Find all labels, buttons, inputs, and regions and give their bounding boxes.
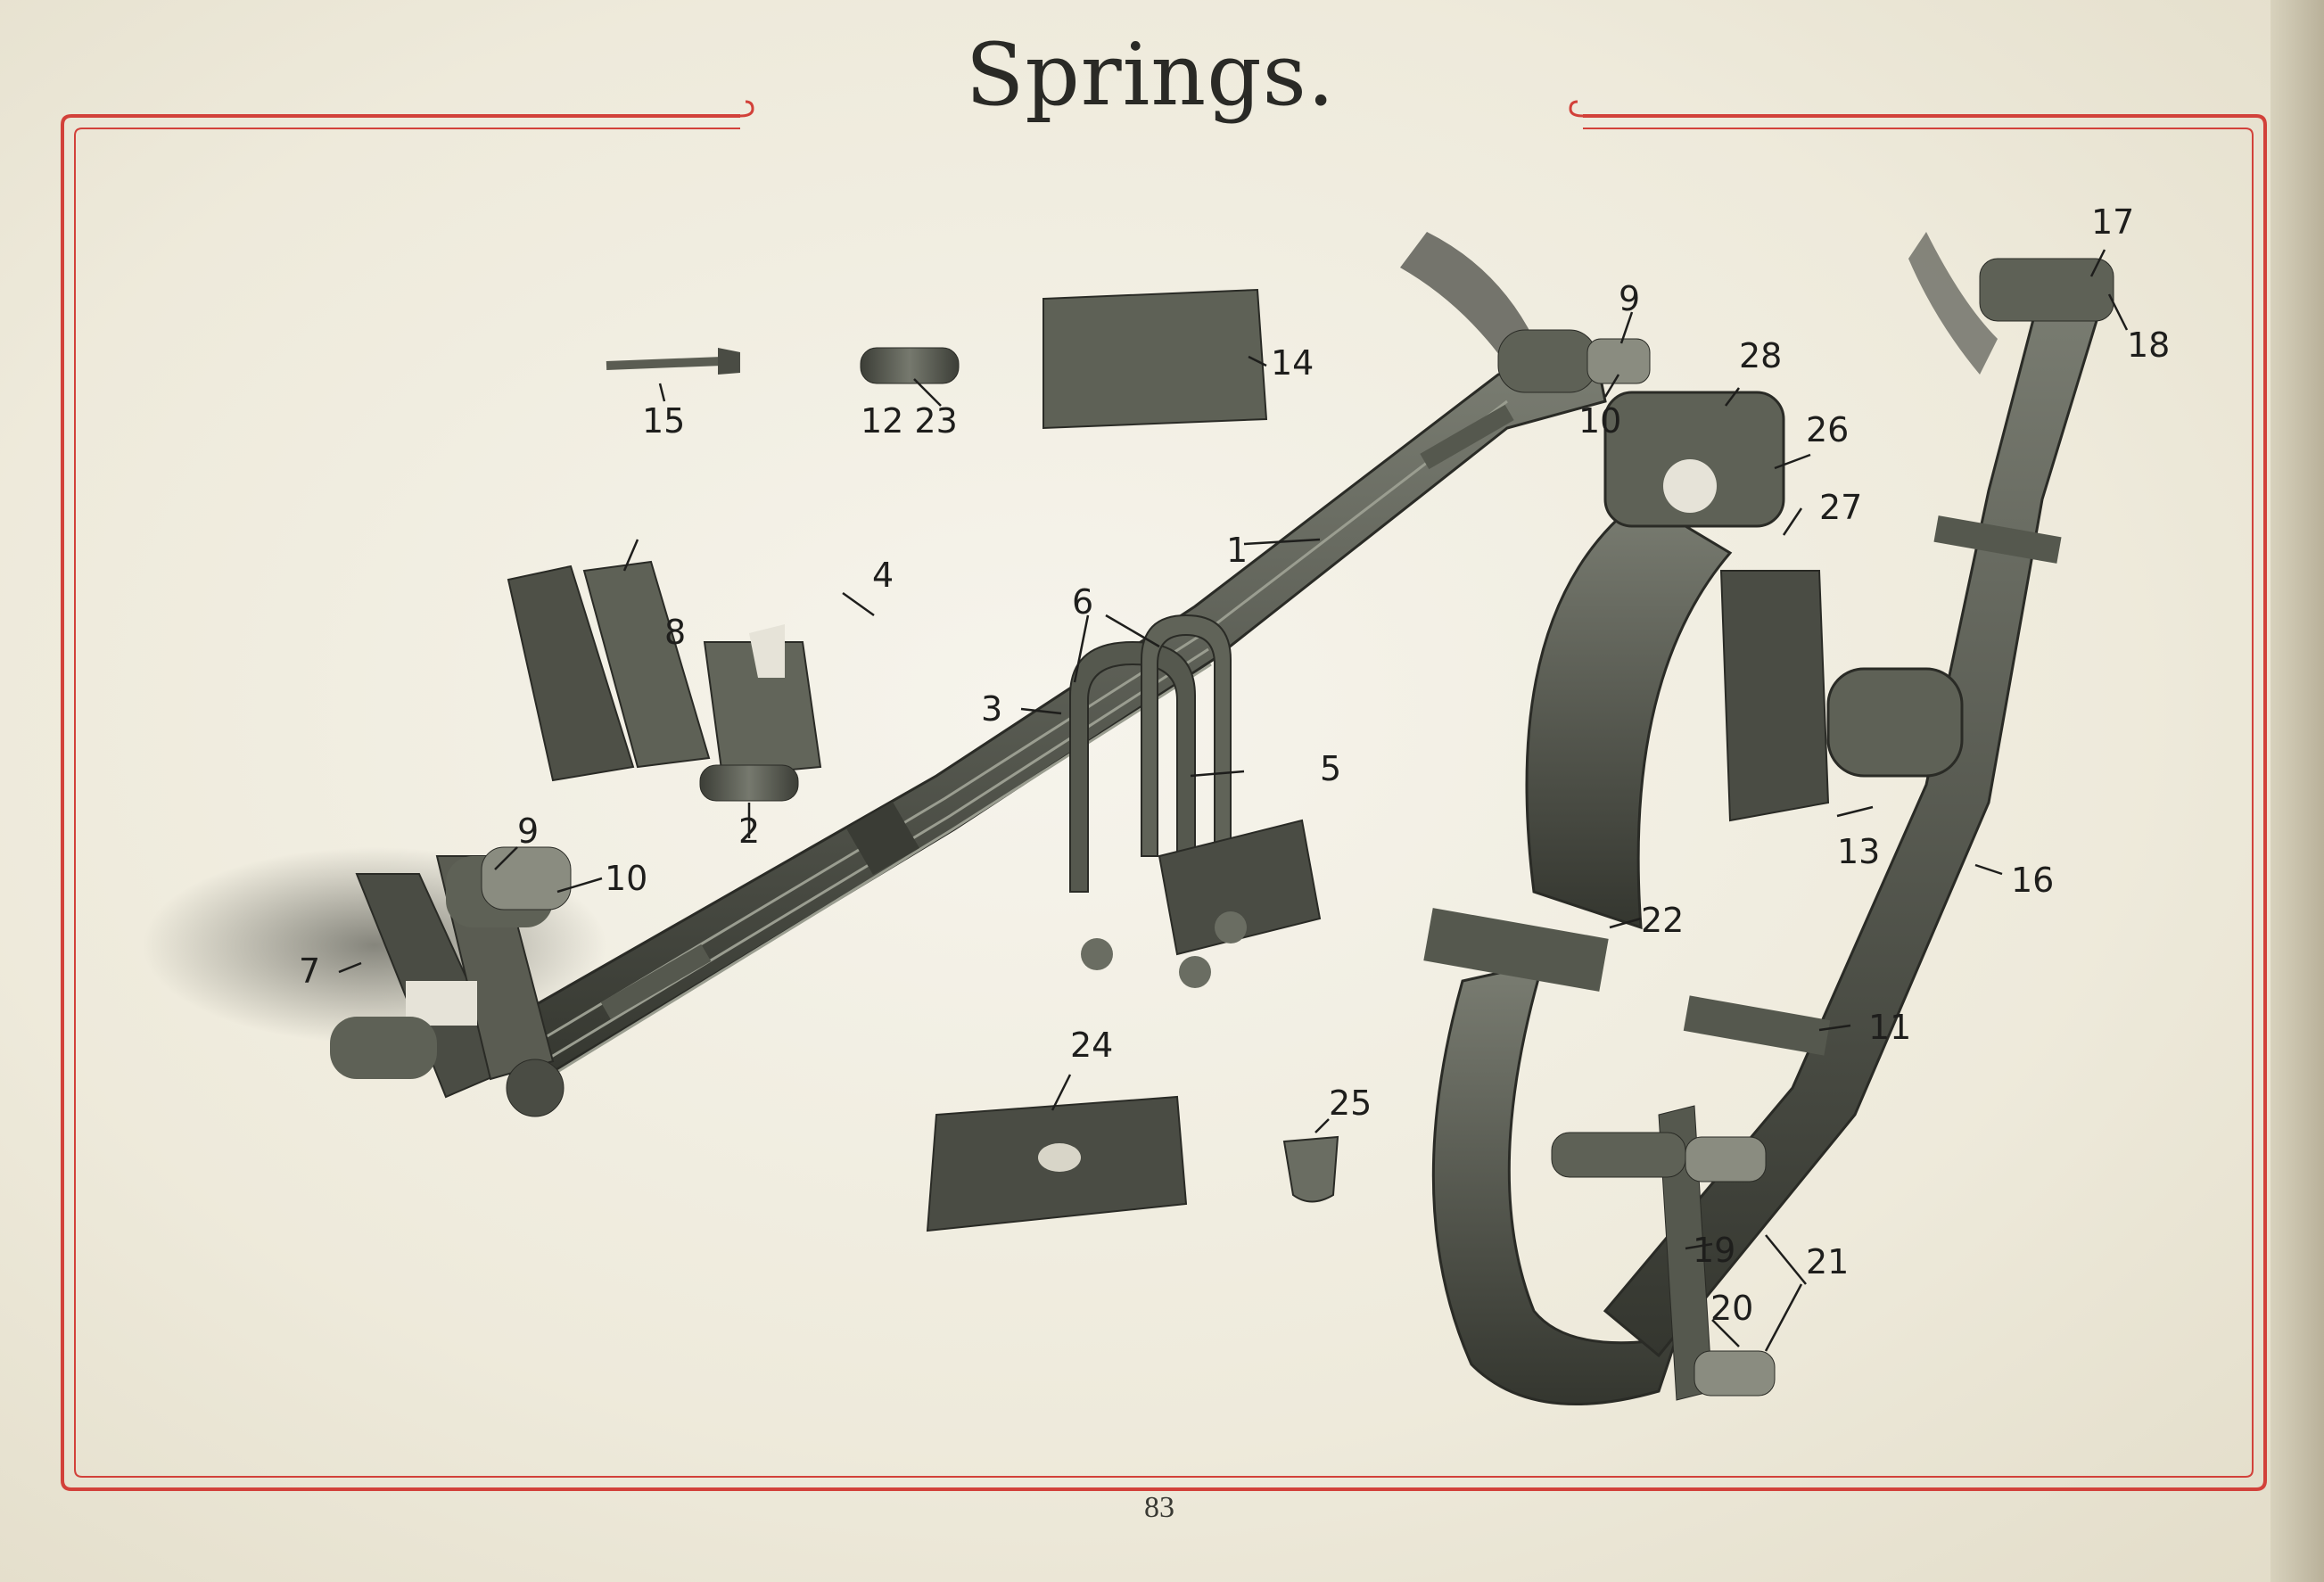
label-6: 6 [1072,582,1093,622]
rear-frame-shadow [1908,232,1998,375]
front-shackle [330,846,572,1117]
spring-clip [600,943,712,1019]
label-27: 27 [1819,488,1862,527]
label-17: 17 [2091,202,2134,242]
bolt-part [606,348,740,375]
bush-part [699,764,799,802]
label-4: 4 [872,556,894,595]
label-5: 5 [1320,749,1341,788]
book-spine-shadow [2270,0,2324,1582]
label-9-front: 9 [517,812,539,851]
label-26: 26 [1806,410,1849,449]
label-7: 7 [299,952,320,991]
label-2: 2 [738,812,760,851]
label-19: 19 [1693,1231,1735,1270]
label-12-23: 12 23 [861,401,958,441]
label-8: 8 [664,613,686,652]
label-13: 13 [1837,832,1880,871]
label-21: 21 [1806,1242,1849,1281]
page-title: Springs. [965,25,1336,125]
rear-eye-pin [1497,329,1651,393]
page-number: 83 [1144,1491,1174,1524]
spring-plate [1043,288,1268,430]
front-u-bolt-assembly [1069,614,1322,988]
leader-lines [338,249,2129,1352]
cap-part [1282,1135,1339,1203]
shackle-plate [507,564,635,782]
label-28: 28 [1739,336,1782,375]
label-16: 16 [2011,861,2054,900]
label-14: 14 [1271,343,1314,383]
label-15: 15 [642,401,685,441]
decorative-border [61,100,2267,1491]
label-10-front: 10 [605,859,647,898]
label-1: 1 [1226,531,1248,570]
label-20: 20 [1710,1289,1753,1328]
shackle-plate [582,560,711,769]
label-10-rear: 10 [1578,401,1621,441]
frame-bracket-shadow [1400,232,1534,366]
label-11: 11 [1868,1008,1911,1047]
label-24: 24 [1070,1026,1113,1065]
part-labels: 1 2 3 4 5 6 7 8 9 10 9 10 11 12 23 13 14… [299,202,2170,1328]
label-22: 22 [1641,901,1684,940]
label-25: 25 [1329,1084,1372,1123]
label-9-rear: 9 [1619,279,1640,318]
bush-part [860,347,960,384]
rear-shackle [1551,1105,1776,1401]
label-18: 18 [2127,325,2170,365]
spring-pad-hole [1038,1143,1081,1172]
spring-clip [1420,404,1514,470]
shackle-link-gap [749,624,785,678]
label-3: 3 [981,689,1002,729]
rear-elliptic-spring [1423,258,2114,1406]
